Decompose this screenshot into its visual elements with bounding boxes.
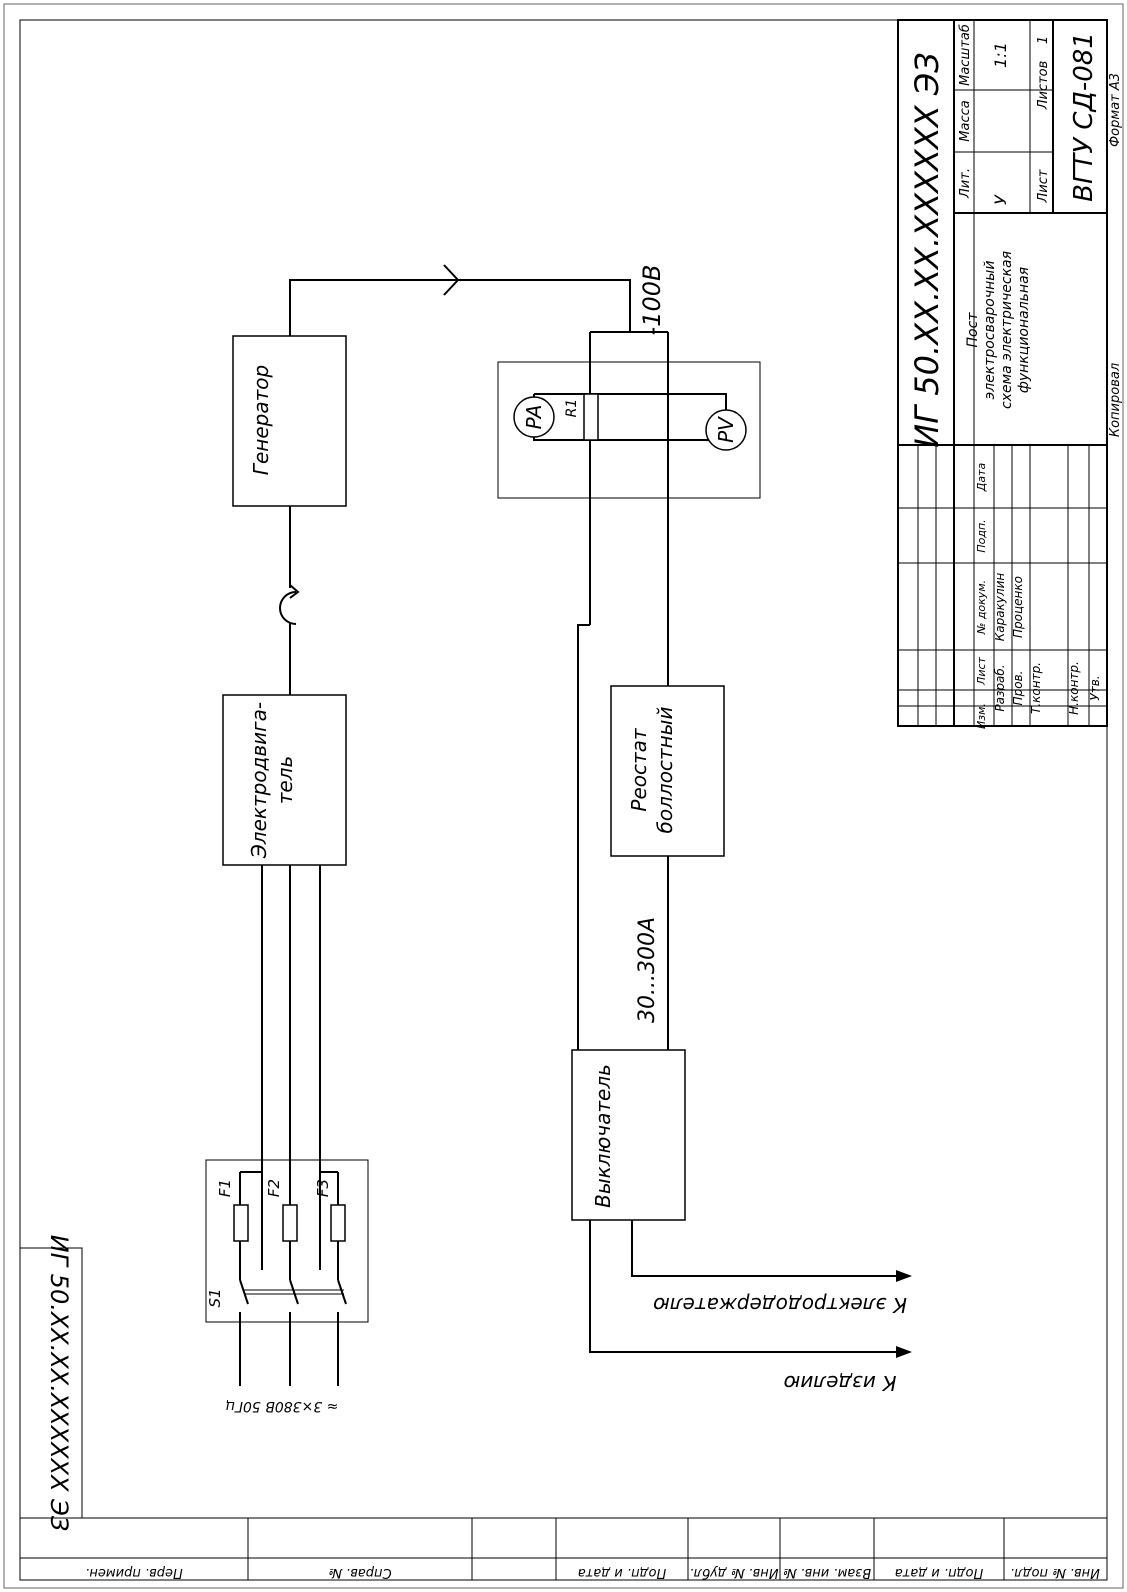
- direction-arrow: [443, 264, 460, 296]
- fuse-f2: [282, 1204, 298, 1242]
- role-razrab: Разраб.: [993, 664, 1007, 711]
- voltmeter-pv-label: PV: [714, 416, 738, 443]
- person-2: Проценко: [1011, 576, 1025, 638]
- outer-trim-border: [3, 3, 1124, 1589]
- motor-label-line-2: тель: [273, 756, 297, 805]
- footer-format: Формат А3: [1108, 73, 1123, 147]
- generator-block: [232, 335, 347, 507]
- meter-box: [497, 361, 761, 499]
- header-mass: Масса: [958, 100, 973, 141]
- product-arrowhead: [896, 1346, 912, 1358]
- switch-block: [571, 1049, 686, 1221]
- switch-s1-label: S1: [206, 1288, 224, 1307]
- title-line-3: схема электрическая: [999, 251, 1015, 409]
- lit-value: У: [991, 194, 1010, 205]
- switch-label: Выключатель: [591, 1064, 615, 1208]
- role-tkontr: Т.контр.: [1029, 662, 1043, 714]
- role-prov: Пров.: [1011, 671, 1025, 706]
- fuse-f2-label: F2: [265, 1179, 283, 1197]
- rheostat-block: [610, 685, 725, 857]
- rotation-icon: [279, 591, 297, 625]
- secondary-designation: ИГ 50.XX.XX.XXXXXX ЭЗ: [45, 1235, 73, 1532]
- fuse-switch-box: [205, 1159, 369, 1323]
- header-lit: Лит.: [958, 168, 973, 199]
- side-cell-vzam-inv: Взам. инв. №: [783, 1565, 871, 1580]
- side-strip: [20, 1518, 1107, 1580]
- organization: ВГТУ СД-081: [1069, 32, 1099, 202]
- generator-output-wire: [289, 279, 631, 336]
- ammeter-pa: [513, 396, 555, 438]
- title-block: [897, 19, 1108, 727]
- role-nkontr: Н.контр.: [1067, 661, 1081, 715]
- left-main-wire: [577, 624, 590, 1050]
- switch-contact-2: [289, 1279, 299, 1305]
- header-sheet: Лист: [1036, 169, 1051, 203]
- resistor-r1-label: R1: [564, 399, 580, 418]
- side-cell-podp-data-2: Подп. и дата: [895, 1565, 984, 1580]
- switch-contact-1: [239, 1279, 249, 1305]
- fuse-f1: [233, 1204, 249, 1242]
- side-cell-sprav-no: Справ. №: [328, 1565, 391, 1580]
- switch-contact-3: [337, 1279, 347, 1305]
- rheostat-label-line-1: Реостат: [627, 727, 651, 812]
- bottom-stamp-strip: [19, 1517, 1108, 1581]
- sheets-total: 1: [1036, 36, 1051, 44]
- fuse-f1-label: F1: [216, 1179, 234, 1197]
- generator-label: Генератор: [249, 365, 273, 475]
- motor-block: [222, 694, 347, 866]
- header-scale: Масштаб: [958, 24, 973, 86]
- voltage-label: -100В: [638, 265, 666, 336]
- person-1: Каракулин: [993, 573, 1007, 642]
- scale-value: 1:1: [991, 42, 1010, 68]
- electrode-arrowhead: [896, 1270, 912, 1282]
- current-label: 30...300А: [635, 917, 660, 1023]
- supply-label: ≈ 3×380В 50Гц: [226, 1398, 339, 1414]
- side-cell-perv-primen: Перв. примен.: [85, 1565, 183, 1580]
- motor-label-line-1: Электродвига-: [247, 702, 271, 859]
- title-line-1: Пост: [965, 312, 981, 348]
- rheostat-label-line-2: боллостный: [653, 707, 677, 834]
- meter-loop: [533, 393, 727, 441]
- header-doc: № докум.: [975, 580, 988, 635]
- to-product-label: К изделию: [784, 1371, 897, 1395]
- header-izm: Изм.: [975, 703, 988, 729]
- resistor-r1: [583, 393, 599, 441]
- fuse-f3: [330, 1204, 346, 1242]
- header-sign: Подп.: [975, 519, 988, 552]
- to-electrode-label: К электрододержателю: [653, 1293, 907, 1317]
- side-cell-podp-data-1: Подп. и дата: [578, 1565, 667, 1580]
- side-cell-inv-dubl: Инв. № дубл.: [690, 1565, 779, 1580]
- output-wire-product: [589, 1220, 900, 1353]
- side-cell-inv-podl: Инв. № подл.: [1010, 1565, 1100, 1580]
- output-wire-electrode: [631, 1220, 900, 1277]
- voltmeter-pv: [705, 409, 747, 451]
- ammeter-pa-label: PA: [522, 405, 546, 430]
- header-sheets: Листов: [1036, 61, 1051, 111]
- title-line-2: электросварочный: [982, 261, 998, 400]
- main-designation: ИГ 50.XX.XX.XXXXXX ЭЗ: [908, 52, 946, 447]
- fuse-f3-label: F3: [314, 1179, 332, 1197]
- footer-copied: Копировал: [1108, 363, 1123, 437]
- header-date: Дата: [975, 463, 988, 493]
- secondary-designation-box: [19, 1247, 83, 1519]
- title-line-4: функциональная: [1016, 267, 1032, 393]
- header-list: Лист: [975, 656, 988, 685]
- role-utv: Утв.: [1088, 675, 1102, 700]
- rotation-arrowhead: [289, 584, 300, 599]
